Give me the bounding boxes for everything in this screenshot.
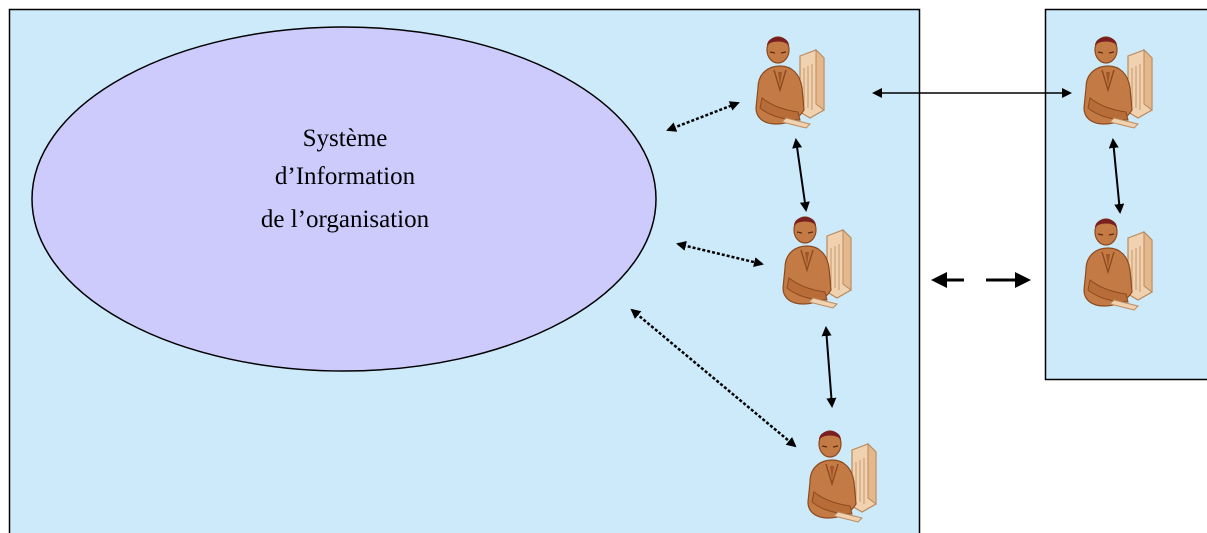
solid-arrow-middle-to-bottom [821,326,837,408]
ellipse-label-line1: Système [303,125,388,152]
external-panel [1044,8,1207,381]
solid-arrow-external-vertical [1108,138,1125,214]
dotted-arrow-top [666,101,740,132]
ellipse-label-line3: de l’organisation [261,206,430,233]
ellipse-label-line2: d’Information [275,163,416,190]
dotted-arrow-bottom [630,308,797,448]
solid-arrow-top-to-middle [792,138,810,212]
information-system-ellipse [31,26,657,372]
dotted-arrow-middle [676,240,764,268]
